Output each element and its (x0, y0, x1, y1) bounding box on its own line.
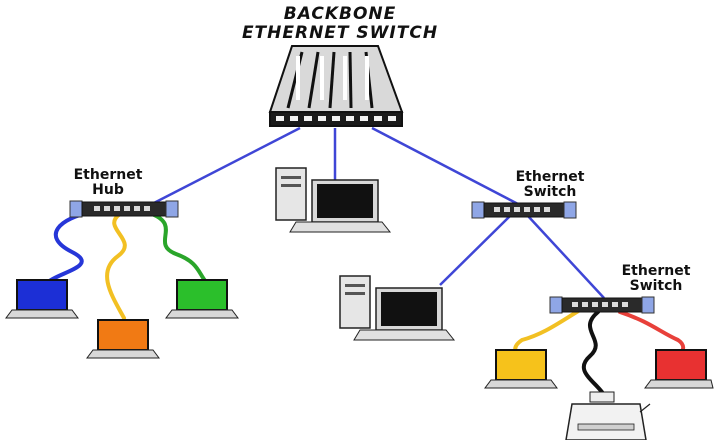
hub-cables (46, 210, 208, 320)
backbone-title-line2: ETHERNET SWITCH (241, 23, 439, 43)
laptop-orange (86, 319, 160, 359)
ethernet-hub-device (69, 200, 179, 218)
switch1-label-line1: Ethernet (515, 169, 585, 185)
switch2-cables (513, 308, 686, 400)
link-backbone-to-switch1 (371, 126, 519, 206)
cable-red (618, 310, 686, 354)
switch2-label-line1: Ethernet (621, 263, 691, 279)
ethernet-switch-2-device (549, 296, 655, 314)
hub-label-line1: Ethernet (73, 167, 143, 183)
cable-black (581, 310, 608, 400)
link-switch1-to-pc (439, 215, 511, 286)
laptop-red (644, 349, 714, 389)
laptop-green (165, 279, 239, 319)
desktop-computer-2 (339, 275, 456, 341)
switch2-label-line2: Switch (629, 278, 683, 294)
switch1-label-line2: Switch (523, 184, 577, 200)
link-backbone-to-hub (149, 126, 301, 207)
desktop-computer-1 (275, 167, 392, 233)
printer (565, 391, 651, 441)
backbone-links (149, 126, 605, 299)
cable-green (150, 212, 208, 284)
link-switch1-to-switch2 (527, 215, 605, 299)
cable-yellow (105, 212, 127, 320)
hub-label-line2: Hub (92, 182, 124, 198)
laptop-yellow (484, 349, 558, 389)
ethernet-switch-1-device (471, 201, 577, 219)
laptop-blue (5, 279, 79, 319)
backbone-title-line1: BACKBONE (283, 4, 397, 24)
cable-yellow-2 (513, 308, 582, 354)
backbone-switch-device (268, 45, 404, 127)
cable-blue (46, 210, 94, 284)
